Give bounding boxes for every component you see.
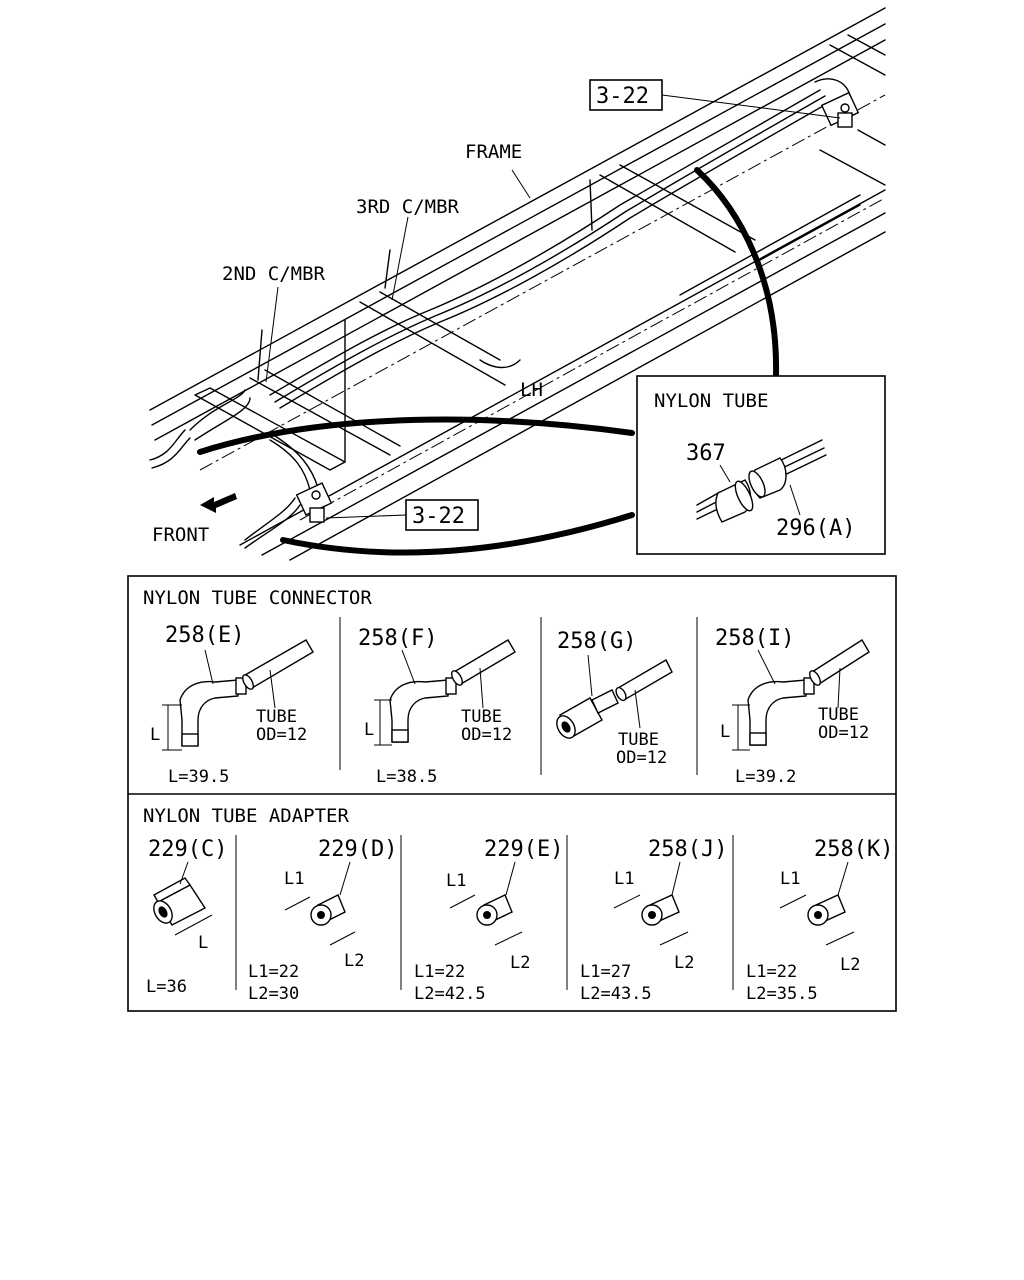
adapter-258j-dim1: L1 (614, 869, 634, 889)
tube-routing (149, 89, 831, 549)
adapter-section-title: NYLON TUBE ADAPTER (143, 805, 349, 827)
connector-258i-length: L=39.2 (735, 767, 796, 787)
adapter-258j-value2: L2=43.5 (580, 984, 652, 1004)
third-crossmember-label: 3RD C/MBR (356, 196, 460, 218)
part-296a: 296(A) (776, 516, 855, 541)
adapter-258k (779, 861, 855, 946)
part-367: 367 (686, 441, 726, 466)
clip-front (295, 482, 333, 523)
front-arrow-icon (200, 493, 237, 513)
ref-bottom: 3-22 (412, 504, 465, 529)
connector-258g (556, 654, 673, 739)
ref-top: 3-22 (596, 84, 649, 109)
parts-table: NYLON TUBE CONNECTOR 258(E) L TUBE OD=12… (127, 575, 897, 1012)
connector-258f (374, 639, 516, 746)
connector-section-title: NYLON TUBE CONNECTOR (143, 587, 372, 609)
adapter-258k-value2: L2=35.5 (746, 984, 818, 1004)
part-258j: 258(J) (648, 837, 727, 862)
second-crossmember-label: 2ND C/MBR (222, 263, 326, 285)
connector-258e-length: L=39.5 (168, 767, 229, 787)
connector-258i-od: OD=12 (818, 723, 869, 743)
leader-lines (265, 94, 841, 519)
adapter-229e-value1: L1=22 (414, 962, 465, 982)
adapter-229e-dim1: L1 (446, 871, 466, 891)
part-258k: 258(K) (814, 837, 893, 862)
part-258f: 258(F) (358, 626, 437, 651)
adapter-229d (284, 861, 356, 946)
nylon-tube-detail: NYLON TUBE 367 296(A) (636, 375, 886, 555)
connector-258f-tube: TUBE (461, 707, 502, 727)
crossmembers (194, 164, 861, 471)
adapter-229d-dim2: L2 (344, 951, 364, 971)
adapter-258j-dim2: L2 (674, 953, 694, 973)
adapter-229d-value2: L2=30 (248, 984, 299, 1004)
frame-rails (149, 7, 886, 561)
side-label: LH (520, 379, 543, 401)
adapter-229e-value2: L2=42.5 (414, 984, 486, 1004)
connector-258f-od: OD=12 (461, 725, 512, 745)
adapter-229d-value1: L1=22 (248, 962, 299, 982)
adapter-229c (153, 861, 213, 936)
connector-258g-od: OD=12 (616, 748, 667, 768)
adapter-258k-value1: L1=22 (746, 962, 797, 982)
connector-258g-tube: TUBE (618, 730, 659, 750)
frame-label: FRAME (465, 141, 522, 163)
connector-258f-length: L=38.5 (376, 767, 437, 787)
connector-258e-od: OD=12 (256, 725, 307, 745)
adapter-258k-dim2: L2 (840, 955, 860, 975)
adapter-258j (613, 861, 689, 946)
part-229d: 229(D) (318, 837, 397, 862)
connector-258e-tube: TUBE (256, 707, 297, 727)
part-258e: 258(E) (165, 623, 244, 648)
adapter-258k-dim1: L1 (780, 869, 800, 889)
part-258g: 258(G) (557, 629, 636, 654)
front-label: FRONT (152, 524, 209, 546)
part-229c: 229(C) (148, 837, 227, 862)
part-229e: 229(E) (484, 837, 563, 862)
connector-258f-dim: L (364, 720, 374, 740)
nylon-tube-title: NYLON TUBE (654, 390, 768, 412)
adapter-229c-value1: L=36 (146, 977, 187, 997)
adapter-229e (449, 861, 523, 946)
adapter-258j-value1: L1=27 (580, 962, 631, 982)
part-258i: 258(I) (715, 626, 794, 651)
clip-rear (814, 78, 860, 128)
connector-258i (732, 639, 870, 751)
adapter-229e-dim2: L2 (510, 953, 530, 973)
detail-callout-curves (197, 167, 780, 556)
frame-overview: FRAME 3RD C/MBR 2ND C/MBR LH FRONT 3-22 … (149, 7, 886, 561)
connector-258e (162, 639, 314, 751)
connector-258e-dim: L (150, 725, 160, 745)
connector-258i-dim: L (720, 722, 730, 742)
adapter-229d-dim1: L1 (284, 869, 304, 889)
adapter-229c-dim1: L (198, 933, 208, 953)
connector-258i-tube: TUBE (818, 705, 859, 725)
